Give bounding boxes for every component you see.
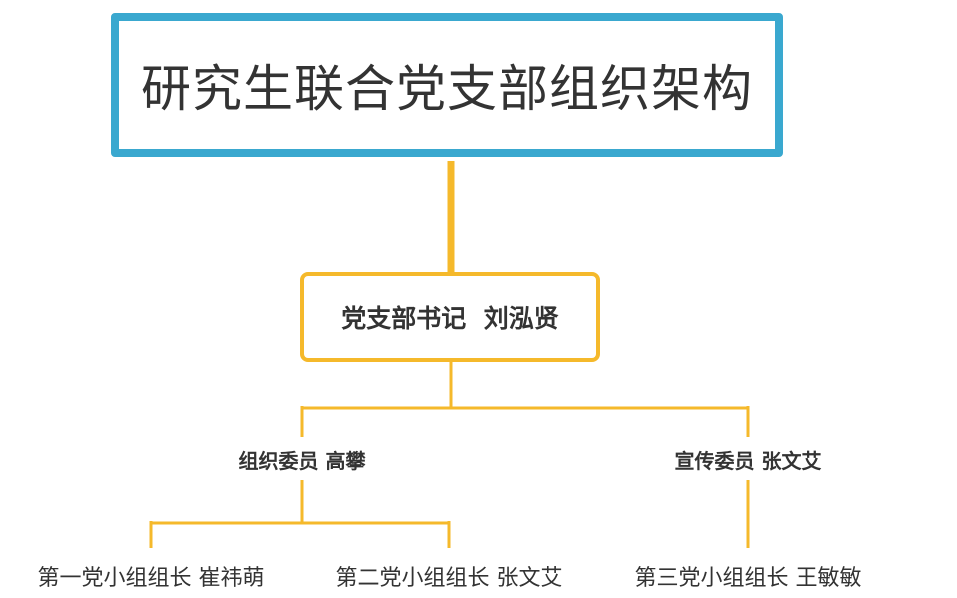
group-leader-2-name: 张文艾 — [496, 566, 563, 591]
group-leader-1: 第一党小组组长 崔祎萌 — [37, 560, 264, 592]
group-leader-3-name: 王敏敏 — [795, 566, 862, 591]
secretary-label: 党支部书记 刘泓贤 — [341, 299, 558, 335]
organizer-name: 高攀 — [325, 449, 366, 473]
group-leader-2: 第二党小组组长 张文艾 — [335, 560, 562, 592]
committee-propaganda: 宣传委员 张文艾 — [675, 445, 822, 474]
group-leader-1-role: 第一党小组组长 — [37, 566, 192, 591]
propaganda-name: 张文艾 — [761, 449, 822, 473]
propaganda-role: 宣传委员 — [674, 449, 755, 473]
group-leader-1-name: 崔祎萌 — [198, 566, 265, 591]
group-leader-3: 第三党小组组长 王敏敏 — [634, 560, 861, 592]
title-box: 研究生联合党支部组织架构 — [111, 13, 783, 157]
secretary-box: 党支部书记 刘泓贤 — [300, 272, 600, 362]
group-leader-3-role: 第三党小组组长 — [634, 566, 789, 591]
committee-organizer: 组织委员 高攀 — [239, 445, 366, 474]
secretary-name: 刘泓贤 — [483, 304, 559, 333]
diagram-title: 研究生联合党支部组织架构 — [141, 60, 753, 118]
secretary-role: 党支部书记 — [341, 304, 467, 333]
organizer-role: 组织委员 — [238, 449, 319, 473]
group-leader-2-role: 第二党小组组长 — [335, 566, 490, 591]
